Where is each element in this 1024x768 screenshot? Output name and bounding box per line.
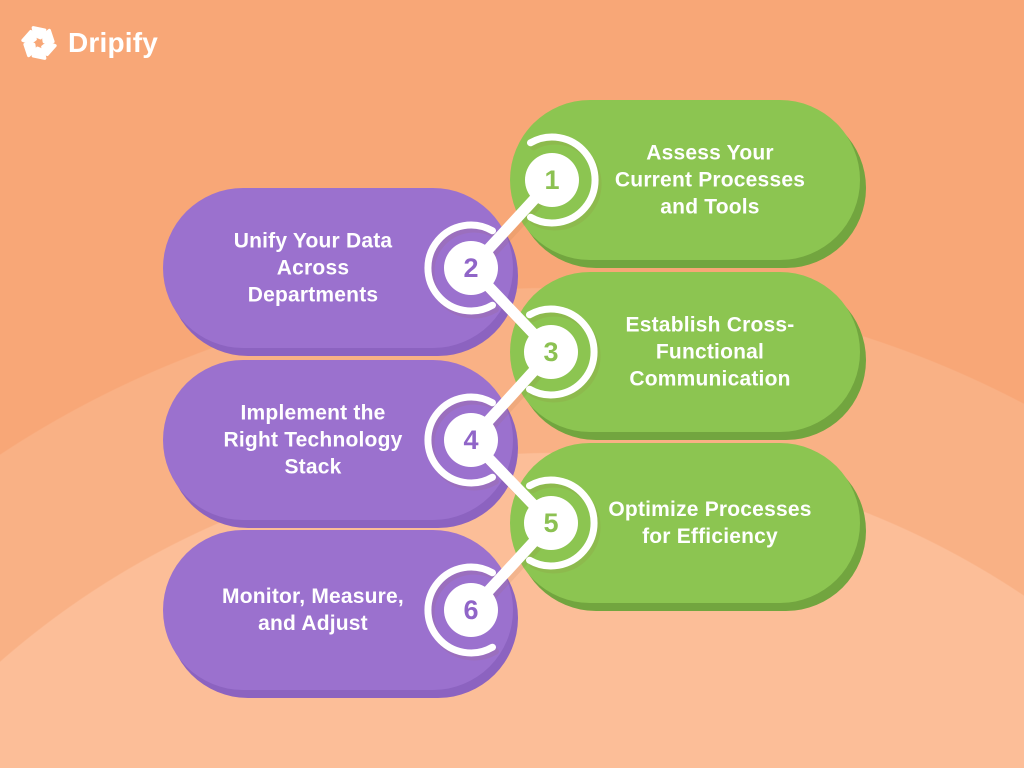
step-3-number-node: 3: [524, 325, 578, 379]
step-1-number-node: 1: [525, 153, 579, 207]
step-6-number-node: 6: [444, 583, 498, 637]
step-4-number: 4: [463, 424, 479, 455]
step-3-number: 3: [543, 336, 559, 367]
step-4-label: Implement the Right Technology Stack: [223, 401, 403, 479]
step-3-label: Establish Cross- Functional Communicatio…: [625, 313, 795, 391]
step-2-label: Unify Your Data Across Departments: [233, 229, 393, 307]
step-2-number: 2: [463, 252, 479, 283]
step-2-number-node: 2: [444, 241, 498, 295]
step-6-label: Monitor, Measure, and Adjust: [222, 584, 404, 635]
step-5-label: Optimize Processes for Efficiency: [608, 497, 812, 548]
step-1-label: Assess Your Current Processes and Tools: [614, 141, 806, 219]
step-5-number-node: 5: [524, 496, 578, 550]
brand-name: Dripify: [68, 27, 159, 58]
step-4-number-node: 4: [444, 413, 498, 467]
dripify-pinwheel-icon: [21, 26, 57, 60]
brand-logo: Dripify: [20, 24, 158, 62]
step-5-number: 5: [543, 507, 559, 538]
step-1-number: 1: [544, 164, 560, 195]
step-6-number: 6: [463, 594, 479, 625]
